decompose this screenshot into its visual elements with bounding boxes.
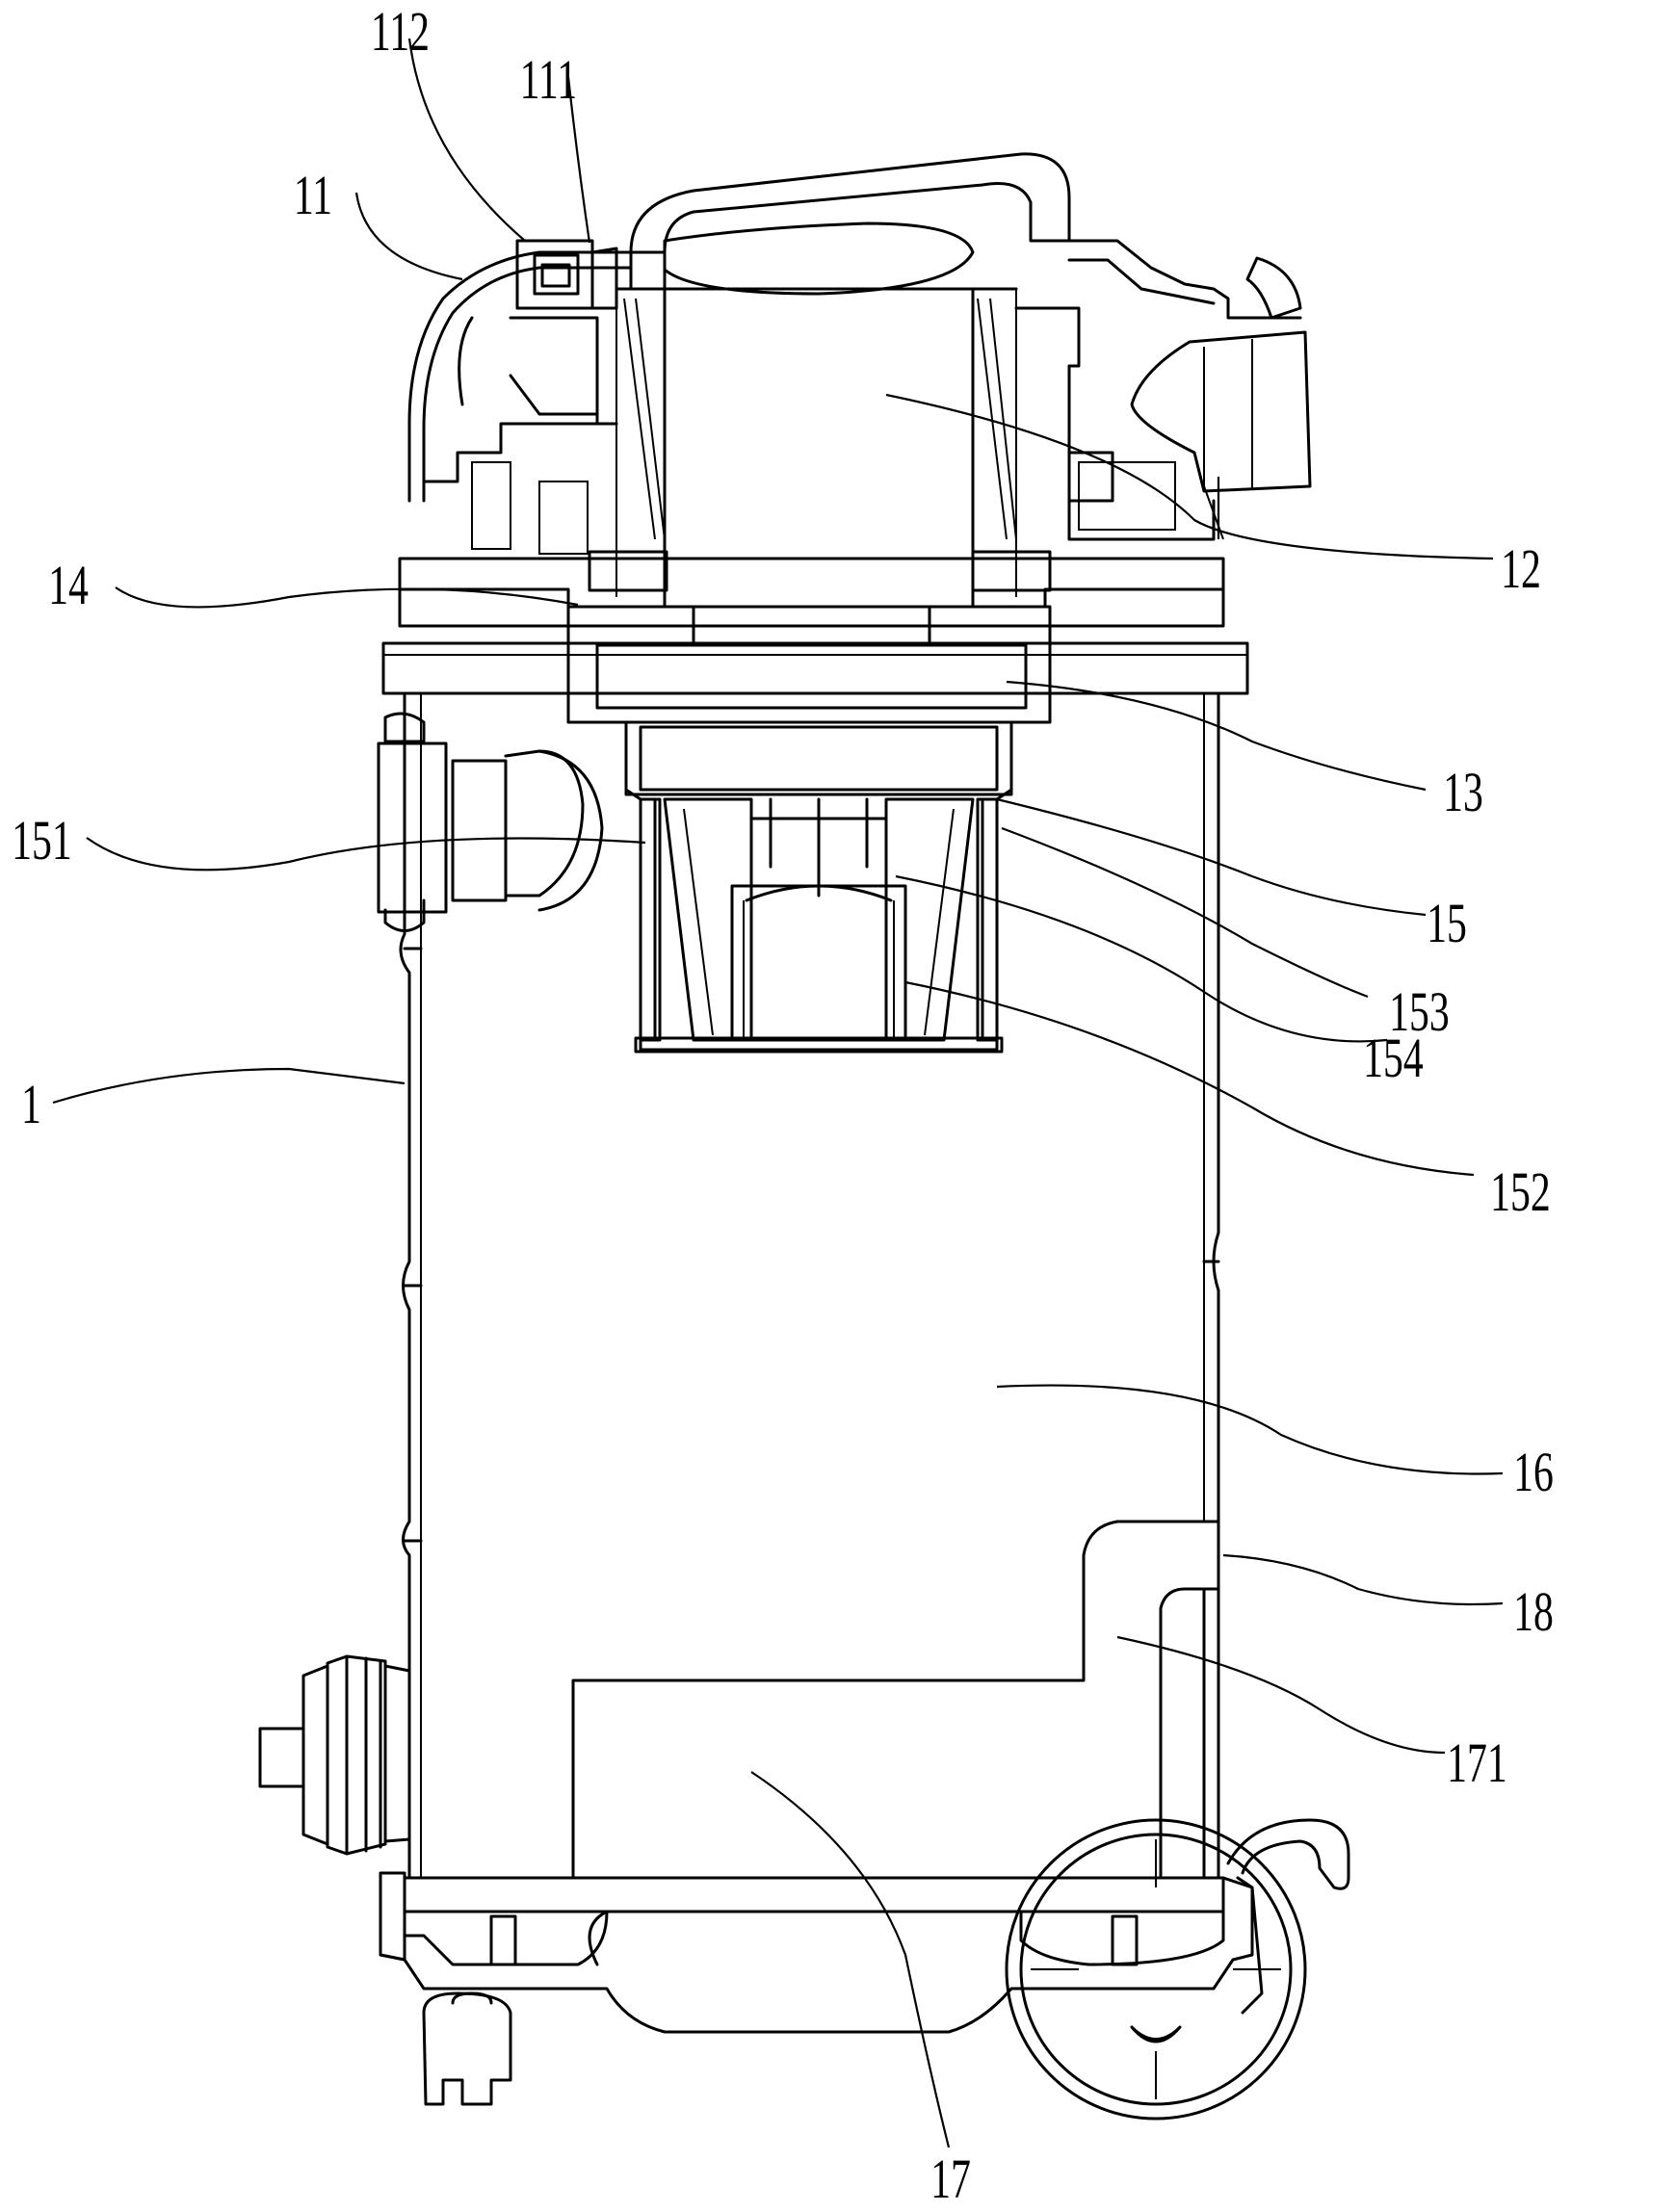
label-112: 112 [371,0,430,62]
label-153: 153 [1389,980,1450,1042]
top-cover [407,250,633,503]
label-154: 154 [1363,1027,1424,1088]
label-18: 18 [1513,1580,1554,1642]
label-14: 14 [48,554,89,615]
label-11: 11 [294,164,332,225]
float-152 [730,884,907,1042]
exhaust-port [1130,330,1312,493]
label-111: 111 [520,48,578,110]
base [379,1818,1350,2121]
bucket-body [399,691,1220,1880]
label-151: 151 [12,809,72,871]
side-knob [258,1654,411,1856]
motor-head [381,152,1312,724]
label-12: 12 [1501,537,1541,599]
label-16: 16 [1513,1441,1554,1502]
label-17: 17 [930,2147,971,2209]
part-labels: 112 111 11 12 14 13 151 15 153 154 1 152… [12,0,1554,2209]
label-13: 13 [1443,761,1483,822]
filter-assembly-15 [624,720,1013,1054]
label-152: 152 [1490,1160,1551,1222]
label-171: 171 [1447,1731,1507,1793]
front-caster [422,1991,512,2106]
partition-18 [571,1520,1220,1880]
leader-lines [52,38,1504,2148]
carry-handle [629,152,1071,254]
wheel-hook [1226,1818,1350,1890]
rear-wheel [1005,1818,1307,2121]
switch-112 [515,239,594,310]
label-1: 1 [21,1073,41,1134]
label-15: 15 [1427,892,1467,953]
filter-seat-13 [566,605,1052,724]
suction-inlet-151 [377,712,604,932]
